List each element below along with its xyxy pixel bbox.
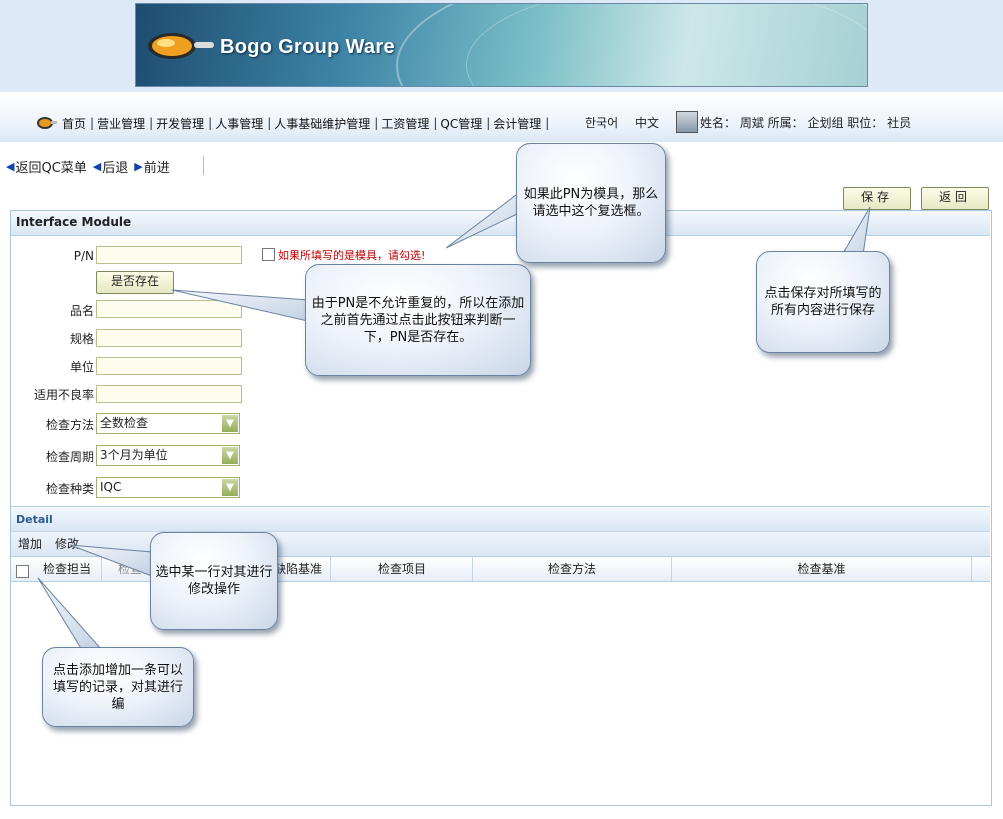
nav-item-home[interactable]: 首页 bbox=[62, 116, 87, 131]
language-korean-link[interactable]: 한국어 bbox=[585, 116, 619, 130]
inspection-cycle-label: 检查周期 bbox=[45, 450, 94, 464]
product-name-label: 品名 bbox=[69, 304, 94, 318]
language-chinese-link[interactable]: 中文 bbox=[635, 116, 660, 130]
inspection-type-label: 检查种类 bbox=[45, 482, 94, 496]
nav-item-accounting[interactable]: 会计管理 bbox=[493, 116, 542, 131]
user-avatar-icon bbox=[676, 111, 698, 133]
inspection-method-label: 检查方法 bbox=[45, 418, 94, 432]
forward-link[interactable]: 前进 bbox=[143, 161, 170, 176]
home-icon[interactable] bbox=[36, 115, 58, 131]
detail-header bbox=[11, 507, 990, 532]
inspection-type-select[interactable]: IQC ▼ bbox=[96, 477, 240, 498]
callout-edit: 选中某一行对其进行修改操作 bbox=[150, 532, 278, 630]
return-button[interactable]: 返回 bbox=[921, 187, 989, 210]
user-info: 姓名： 周斌 所属： 企划组 职位： 社员 bbox=[700, 116, 912, 130]
spec-label: 规格 bbox=[69, 332, 94, 346]
nav-separator: | bbox=[486, 116, 491, 130]
column-header[interactable]: 检查担当 bbox=[33, 557, 102, 581]
defect-rate-label: 适用不良率 bbox=[33, 388, 94, 402]
save-button[interactable]: 保存 bbox=[843, 187, 911, 210]
nav-separator: | bbox=[545, 116, 550, 130]
callout-pointer bbox=[171, 289, 313, 323]
back-arrow-icon: ◀ bbox=[92, 160, 102, 173]
callout-check-exists: 由于PN是不允许重复的，所以在添加之前首先通过点击此按钮来判断一下，PN是否存在… bbox=[305, 264, 531, 376]
pn-input[interactable] bbox=[96, 246, 242, 264]
chevron-down-icon[interactable]: ▼ bbox=[222, 479, 238, 496]
main-nav: 首页 | 营业管理 | 开发管理 | 人事管理 | 人事基础维护管理 | 工资管… bbox=[36, 114, 552, 132]
edit-row-link[interactable]: 修改 bbox=[55, 537, 80, 551]
nav-item-qc[interactable]: QC管理 bbox=[440, 116, 483, 131]
spec-input[interactable] bbox=[96, 329, 242, 347]
history-toolbar: ◀ 返回QC菜单 ◀ 后退 ▶ 前进 bbox=[6, 157, 176, 176]
nav-item-hr-maintenance[interactable]: 人事基础维护管理 bbox=[274, 116, 371, 131]
column-header[interactable]: 缺陷基准 bbox=[183, 557, 331, 581]
column-header[interactable]: 检查项目 bbox=[332, 557, 473, 581]
defect-rate-input[interactable] bbox=[96, 385, 242, 403]
add-row-link[interactable]: 增加 bbox=[18, 537, 43, 551]
forward-arrow-icon: ▶ bbox=[134, 160, 143, 173]
inspection-cycle-select[interactable]: 3个月为单位 ▼ bbox=[96, 445, 240, 466]
nav-separator: | bbox=[90, 116, 95, 130]
column-header[interactable]: 检查基准 bbox=[672, 557, 972, 581]
nav-separator: | bbox=[433, 116, 438, 130]
pn-label: P/N bbox=[73, 249, 94, 263]
chevron-down-icon[interactable]: ▼ bbox=[222, 447, 238, 464]
nav-separator: | bbox=[374, 116, 379, 130]
nav-separator: | bbox=[267, 116, 272, 130]
nav-item-hr[interactable]: 人事管理 bbox=[215, 116, 264, 131]
detail-title: Detail bbox=[16, 513, 53, 526]
mold-checkbox-label: 如果所填写的是模具，请勾选! bbox=[278, 249, 426, 262]
unit-label: 单位 bbox=[69, 360, 94, 374]
back-arrow-icon: ◀ bbox=[6, 160, 15, 173]
divider bbox=[11, 506, 990, 507]
nav-band bbox=[0, 92, 1003, 142]
select-all-checkbox[interactable] bbox=[16, 565, 29, 578]
unit-input[interactable] bbox=[96, 357, 242, 375]
goggles-logo-icon bbox=[148, 33, 214, 59]
callout-pointer bbox=[37, 577, 104, 651]
inspection-method-value: 全数检查 bbox=[100, 416, 149, 430]
chevron-down-icon[interactable]: ▼ bbox=[222, 415, 238, 432]
nav-separator: | bbox=[149, 116, 154, 130]
nav-item-development[interactable]: 开发管理 bbox=[156, 116, 205, 131]
product-name-input[interactable] bbox=[96, 300, 242, 318]
callout-pointer bbox=[69, 544, 153, 577]
divider bbox=[203, 156, 204, 175]
back-link[interactable]: 后退 bbox=[102, 161, 129, 176]
inspection-type-value: IQC bbox=[100, 480, 122, 494]
inspection-method-select[interactable]: 全数检查 ▼ bbox=[96, 413, 240, 434]
callout-save: 点击保存对所填写的所有内容进行保存 bbox=[756, 251, 890, 353]
inspection-cycle-value: 3个月为单位 bbox=[100, 448, 168, 462]
mold-checkbox[interactable] bbox=[262, 248, 275, 261]
callout-add: 点击添加增加一条可以填写的记录，对其进行编 bbox=[42, 647, 194, 727]
column-header[interactable]: 检查方法 bbox=[473, 557, 672, 581]
panel-title: Interface Module bbox=[16, 215, 132, 229]
nav-item-payroll[interactable]: 工资管理 bbox=[381, 116, 430, 131]
nav-item-sales[interactable]: 营业管理 bbox=[97, 116, 146, 131]
back-to-qc-menu-link[interactable]: 返回QC菜单 bbox=[15, 161, 87, 176]
callout-mold: 如果此PN为模具，那么请选中这个复选框。 bbox=[516, 143, 666, 263]
check-exists-button[interactable]: 是否存在 bbox=[96, 271, 174, 294]
banner-title: Bogo Group Ware bbox=[220, 36, 395, 58]
banner: Bogo Group Ware bbox=[135, 3, 868, 87]
nav-separator: | bbox=[208, 116, 213, 130]
